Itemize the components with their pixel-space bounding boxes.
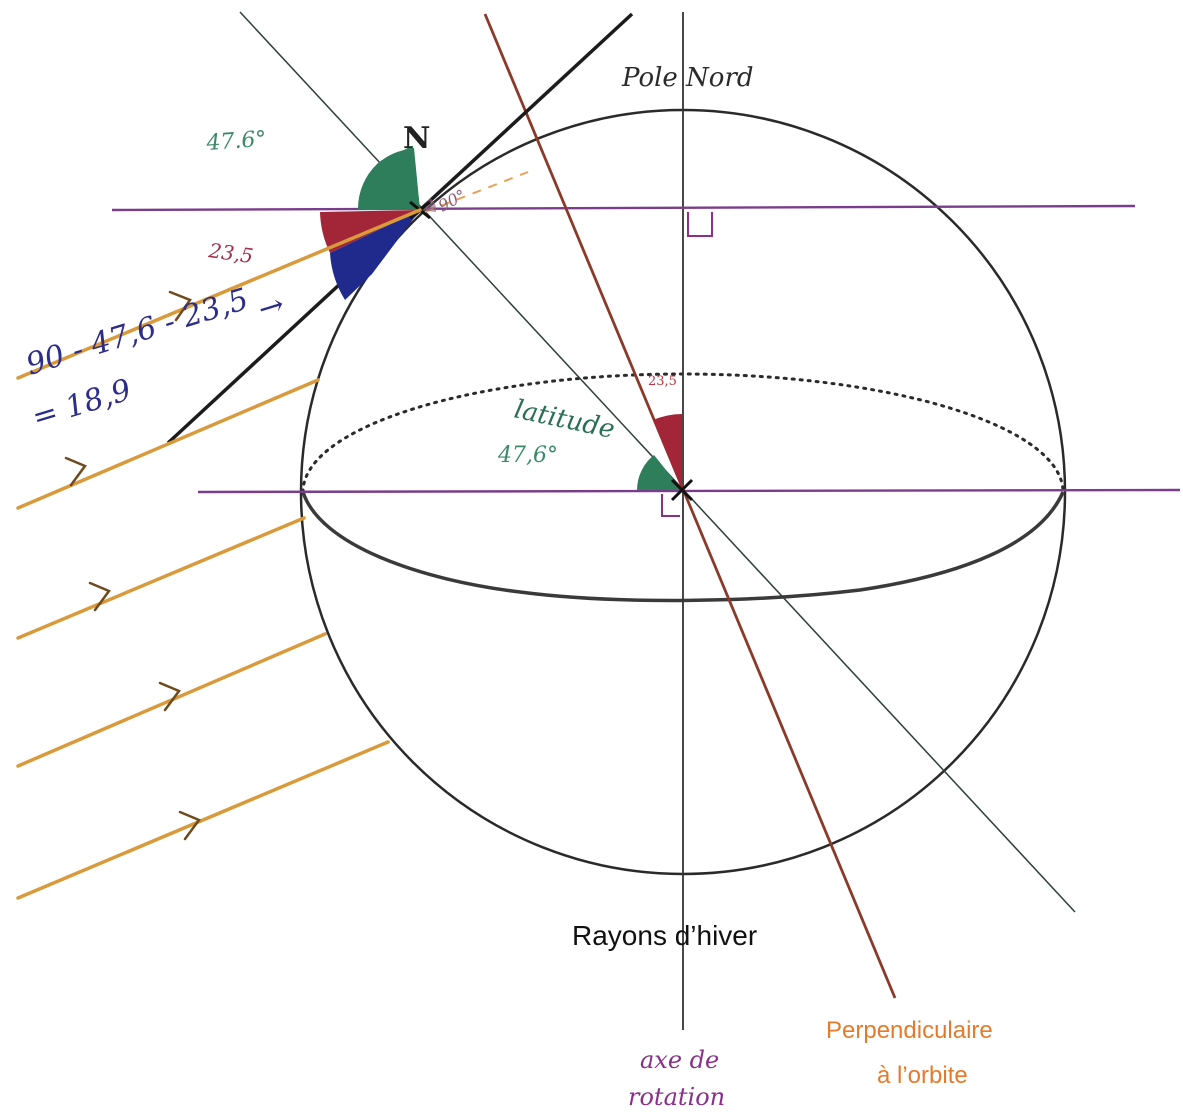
perpendicular-label-2: à l’orbite	[877, 1062, 968, 1089]
arrow-icon	[158, 681, 181, 712]
diagram-title: Rayons d’hiver	[572, 920, 757, 951]
angle-sector-blue	[330, 210, 420, 300]
perpendicular-orbit-line	[483, 13, 897, 999]
sun-ray-5	[16, 740, 390, 900]
sun-ray-3	[16, 516, 306, 640]
axis-label-1: axe de	[640, 1046, 719, 1074]
tilt-angle-sector	[653, 414, 682, 490]
sun-ray-2	[16, 378, 320, 510]
axis-label-2: rotation	[628, 1083, 725, 1111]
arrow-icon	[88, 581, 111, 612]
latitude-value-label: 47,6°	[497, 443, 558, 468]
arrow-icon	[178, 810, 201, 841]
arrow-icon	[64, 456, 87, 487]
small-red-label: 23,5	[648, 374, 677, 389]
right-angle-marker-center	[661, 494, 680, 517]
sun-rays	[16, 208, 422, 900]
angle-23-label: 23,5	[206, 238, 254, 268]
calc-arrow-icon: →	[254, 287, 288, 328]
calc-line-2: = 18,9	[28, 373, 135, 436]
latitude-angle-sector	[637, 455, 682, 490]
sun-ray-arrows	[64, 290, 201, 841]
center-point-marker	[670, 478, 694, 502]
tangent-horizontal-line	[111, 204, 1136, 212]
point-n-label: N	[403, 121, 430, 156]
arrow-icon	[168, 290, 192, 322]
equator-front	[301, 491, 1065, 603]
calc-line-1: 90 - 47,6 - 23,5	[22, 282, 252, 383]
angle-47-label: 47.6°	[205, 127, 268, 156]
sun-ray-1	[16, 208, 422, 380]
equator-horizontal-line	[197, 488, 1181, 494]
perpendicular-label-1: Perpendiculaire	[826, 1017, 993, 1044]
pole-nord-label: Pole Nord	[621, 63, 754, 93]
ray-extension-dashed	[424, 171, 529, 213]
right-angle-marker-top	[687, 212, 713, 237]
angle-sector-green-main	[357, 148, 420, 210]
